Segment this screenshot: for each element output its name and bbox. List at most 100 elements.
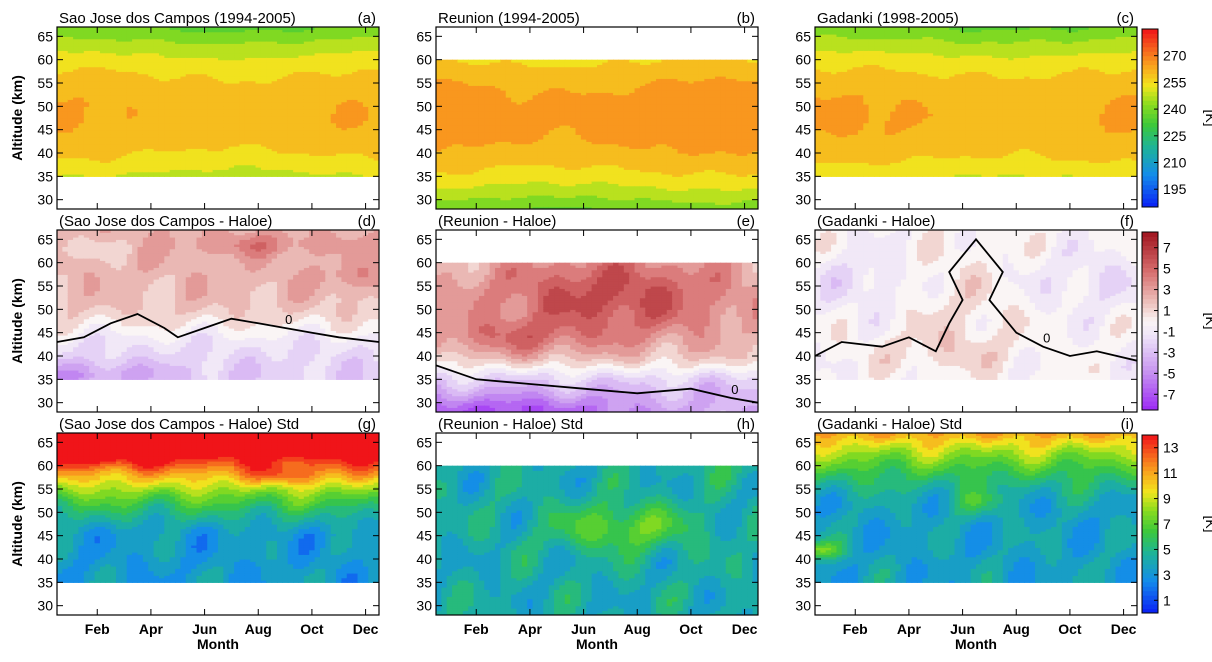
heatmap-cell xyxy=(309,157,316,161)
heatmap-cell xyxy=(239,125,246,128)
heatmap-cell xyxy=(341,64,348,68)
heatmap-cell xyxy=(223,169,230,173)
heatmap-cell xyxy=(73,108,80,112)
heatmap-cell xyxy=(110,143,117,147)
heatmap-cell xyxy=(346,106,353,110)
heatmap-cell xyxy=(457,150,464,154)
heatmap-cell xyxy=(158,113,165,117)
heatmap-cell xyxy=(277,73,283,77)
heatmap-cell xyxy=(309,62,316,65)
heatmap-cell xyxy=(132,122,139,126)
heatmap-cell xyxy=(325,83,332,86)
heatmap-cell xyxy=(441,132,448,135)
heatmap-cell xyxy=(99,59,106,63)
heatmap-cell xyxy=(484,157,491,161)
heatmap-cell xyxy=(121,92,128,96)
heatmap-cell xyxy=(126,174,133,177)
heatmap-cell xyxy=(484,94,491,98)
heatmap-cell xyxy=(441,190,448,194)
heatmap-cell xyxy=(158,87,165,91)
heatmap-cell xyxy=(244,146,251,149)
heatmap-cell xyxy=(132,55,139,58)
heatmap-cell xyxy=(223,48,230,51)
heatmap-cell xyxy=(352,52,359,56)
heatmap-cell xyxy=(341,29,348,33)
heatmap-cell xyxy=(436,143,442,147)
heatmap-cell xyxy=(468,90,475,93)
heatmap-cell xyxy=(126,80,133,84)
heatmap-cell xyxy=(132,87,139,91)
heatmap-cell xyxy=(303,66,310,70)
heatmap-cell xyxy=(201,171,208,175)
heatmap-cell xyxy=(489,155,496,159)
heatmap-cell xyxy=(473,176,480,180)
heatmap-cell xyxy=(137,64,144,68)
heatmap-cell xyxy=(489,136,496,140)
heatmap-cell xyxy=(164,129,171,133)
heatmap-cell xyxy=(244,157,251,161)
heatmap-cell xyxy=(116,73,122,77)
heatmap-cell xyxy=(244,50,251,54)
heatmap-cell xyxy=(239,90,246,93)
heatmap-cell xyxy=(436,153,442,156)
heatmap-cell xyxy=(473,97,480,100)
heatmap-cell xyxy=(511,155,518,159)
heatmap-cell xyxy=(457,153,464,156)
heatmap-cell xyxy=(132,45,139,49)
heatmap-cell xyxy=(309,111,316,114)
heatmap-cell xyxy=(73,134,80,138)
heatmap-cell xyxy=(500,136,507,140)
heatmap-cell xyxy=(362,76,369,79)
heatmap-cell xyxy=(457,202,464,205)
heatmap-cell xyxy=(500,167,507,170)
heatmap-cell xyxy=(309,80,316,84)
heatmap-cell xyxy=(244,29,251,33)
heatmap-cell xyxy=(314,108,321,112)
heatmap-cell xyxy=(478,139,485,142)
heatmap-cell xyxy=(158,167,165,170)
heatmap-cell xyxy=(105,57,112,61)
heatmap-cell xyxy=(218,59,224,63)
heatmap-cell xyxy=(452,176,459,180)
heatmap-cell xyxy=(126,76,133,79)
heatmap-cell xyxy=(83,45,90,49)
heatmap-cell xyxy=(121,141,128,145)
heatmap-cell xyxy=(191,174,198,177)
heatmap-cell xyxy=(228,59,235,63)
heatmap-cell xyxy=(293,64,300,68)
heatmap-cell xyxy=(239,48,246,51)
heatmap-cell xyxy=(357,125,364,128)
heatmap-cell xyxy=(180,29,187,33)
heatmap-cell xyxy=(116,134,122,138)
heatmap-cell xyxy=(314,92,321,96)
heatmap-cell xyxy=(207,73,214,77)
heatmap-cell xyxy=(121,99,128,103)
heatmap-cell xyxy=(511,118,518,121)
heatmap-cell xyxy=(239,64,246,68)
heatmap-cell xyxy=(116,101,122,105)
heatmap-cell xyxy=(266,66,273,70)
heatmap-cell xyxy=(462,167,469,170)
heatmap-cell xyxy=(521,115,528,119)
heatmap-cell xyxy=(505,97,512,100)
heatmap-cell xyxy=(441,115,448,119)
heatmap-cell xyxy=(78,55,85,58)
heatmap-cell xyxy=(341,169,348,173)
heatmap-cell xyxy=(516,157,523,161)
heatmap-cell xyxy=(319,125,326,128)
heatmap-cell xyxy=(314,164,321,168)
heatmap-cell xyxy=(505,106,512,110)
heatmap-cell xyxy=(341,62,348,65)
heatmap-cell xyxy=(489,195,496,198)
heatmap-cell xyxy=(105,129,112,133)
heatmap-cell xyxy=(452,150,459,154)
heatmap-cell xyxy=(126,78,133,82)
heatmap-cell xyxy=(142,127,149,131)
heatmap-cell xyxy=(277,171,283,175)
heatmap-cell xyxy=(250,73,257,77)
heatmap-cell xyxy=(266,101,273,105)
heatmap-cell xyxy=(362,162,369,166)
heatmap-cell xyxy=(169,104,176,107)
heatmap-cell xyxy=(223,99,230,103)
heatmap-cell xyxy=(148,90,155,93)
